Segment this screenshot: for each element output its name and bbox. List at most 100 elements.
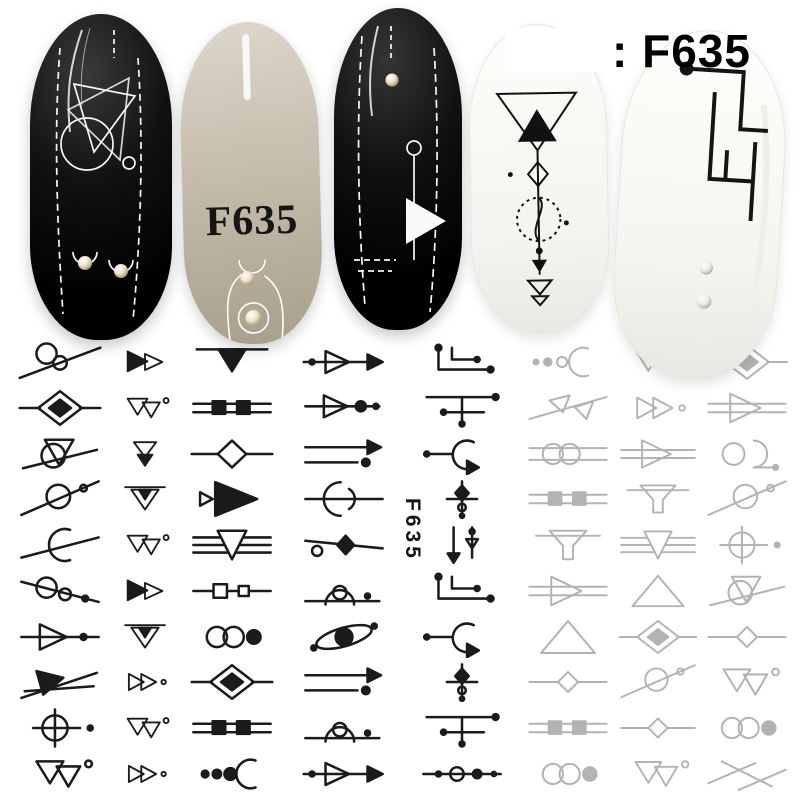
sticker-column-2-black — [114, 340, 176, 796]
sticker-motif-tri-duo-outline — [114, 706, 176, 750]
sticker-motif-arrows-dots — [288, 432, 400, 476]
sticker-motif-tri-outline-lines — [182, 523, 282, 567]
sticker-motif-diamond-duo — [618, 615, 698, 659]
sticker-motif-arrow-tri — [288, 340, 400, 384]
sticker-motif-circles-dot-line — [12, 569, 108, 613]
nail-3-solid-triangle — [406, 198, 446, 244]
sticker-motif-tri-left-line — [12, 615, 108, 659]
sticker-motif-heart-circle — [12, 432, 108, 476]
sticker-motif-circle-arc-dots — [288, 706, 400, 750]
pearl — [245, 309, 262, 326]
nail-3-pattern — [354, 26, 438, 313]
sticker-motif-tri-nested — [114, 477, 176, 521]
sticker-motif-cross-dots — [406, 386, 518, 430]
sticker-motif-tri-solid-right — [182, 477, 282, 521]
sticker-motif-arrow-tri — [288, 752, 400, 796]
pearl — [78, 256, 92, 270]
sticker-motif-dots-moon — [182, 752, 282, 796]
sticker-motif-tri-nested — [114, 615, 176, 659]
sticker-motif-squares-line — [524, 477, 612, 521]
sticker-motif-tri-right-lines — [704, 386, 790, 430]
sticker-motif-circles-dot — [704, 706, 790, 750]
nail-shine — [369, 25, 379, 117]
pearl — [114, 264, 128, 278]
sticker-motif-squares-line — [182, 386, 282, 430]
sticker-motif-circles-dot — [524, 752, 612, 796]
sticker-motif-vert-dots-diamond — [406, 660, 518, 704]
sticker-motif-squares-outline-line — [182, 569, 282, 613]
sticker-motif-vert-dots-diamond — [406, 477, 518, 521]
sticker-motif-circle-diag — [618, 660, 698, 704]
nail-tip-black-2 — [334, 8, 462, 330]
sticker-motif-tri-solid-diag — [12, 660, 108, 704]
sticker-motif-diamond-outline-line — [182, 432, 282, 476]
sticker-motif-funnel — [524, 523, 612, 567]
sticker-motif-tri-duo-outline — [12, 752, 108, 796]
sticker-motif-funnel — [618, 477, 698, 521]
sticker-motif-circle-hook — [704, 432, 790, 476]
sticker-sheet — [12, 340, 794, 796]
sticker-motif-hook-arc — [406, 432, 518, 476]
nail-5-pattern — [686, 66, 768, 222]
sticker-motif-diamond-sm-line — [618, 706, 698, 750]
sticker-motif-tri-solid-down-line — [182, 340, 282, 384]
pearl — [240, 271, 255, 286]
sticker-motif-diamond-duo — [182, 660, 282, 704]
product-code-label: : F635 — [612, 25, 751, 77]
sticker-motif-crescent-line — [12, 523, 108, 567]
sticker-column-6-silver — [524, 340, 612, 796]
sticker-motif-dots-line-circle — [406, 752, 518, 796]
sticker-column-8-silver — [704, 340, 790, 796]
nail-1-pattern — [55, 30, 142, 321]
sticker-motif-tri-trio — [114, 752, 176, 796]
nail-5-dot — [679, 61, 694, 76]
nail-2-pattern — [226, 259, 284, 341]
pearl — [696, 293, 712, 309]
sticker-motif-vert-arrows — [406, 523, 518, 567]
nail-tip-black-1 — [30, 14, 172, 340]
sticker-motif-diamond-sm-lines — [288, 523, 400, 567]
sticker-motif-arrows-dots — [288, 660, 400, 704]
nail-4-pattern — [495, 91, 578, 307]
nail-tip-white-2 — [607, 25, 793, 385]
sticker-motif-hook-arc — [406, 615, 518, 659]
sticker-motif-tri-duo-outline — [114, 386, 176, 430]
sticker-motif-squares-line — [182, 706, 282, 750]
sticker-motif-tri-chevrons — [114, 432, 176, 476]
sticker-column-5-black — [406, 340, 518, 796]
nail-tip-greige: F635 — [177, 20, 325, 346]
sticker-motif-tri-right-lines — [524, 569, 612, 613]
sticker-motif-cross-dots — [406, 706, 518, 750]
sticker-motif-squares-line — [524, 706, 612, 750]
sticker-motif-elbow-dots — [406, 569, 518, 613]
sticker-motif-circle-diag — [704, 477, 790, 521]
white-label-patch — [505, 28, 617, 72]
sticker-motif-tri-trio — [114, 660, 176, 704]
nail-shine — [242, 34, 251, 101]
sticker-motif-tri-arrow-dot — [288, 386, 400, 430]
sticker-motif-circles-dot — [182, 615, 282, 659]
sticker-motif-diamond-sm-line — [524, 660, 612, 704]
sticker-motif-diag-tris — [524, 386, 612, 430]
sticker-motif-tri-right-lines — [618, 432, 698, 476]
nail-3-design — [354, 25, 446, 313]
sticker-motif-circles-duo-lines — [524, 432, 612, 476]
nail-1-design — [55, 27, 142, 321]
nail-4-design — [495, 91, 578, 307]
sticker-motif-circle-target — [12, 706, 108, 750]
sticker-motif-dots-crescent — [524, 340, 612, 384]
pearl — [699, 260, 713, 275]
sticker-motif-tri-duo-solid — [114, 569, 176, 613]
sticker-motif-orbit — [288, 615, 400, 659]
nail-tip-white-1 — [467, 22, 611, 336]
sticker-motif-tri-up-big — [524, 615, 612, 659]
sticker-motif-tri-outline-lines — [618, 523, 698, 567]
sticker-motif-tri-trio — [618, 386, 698, 430]
sticker-motif-diamond-sm-line — [704, 615, 790, 659]
sticker-column-1-black — [12, 340, 108, 796]
sticker-column-3-black — [182, 340, 282, 796]
sticker-motif-heart-circle — [704, 569, 790, 613]
sticker-motif-tri-up-big — [618, 569, 698, 613]
sticker-motif-circle-diag — [12, 477, 108, 521]
sticker-motif-tri-duo-outline — [114, 523, 176, 567]
